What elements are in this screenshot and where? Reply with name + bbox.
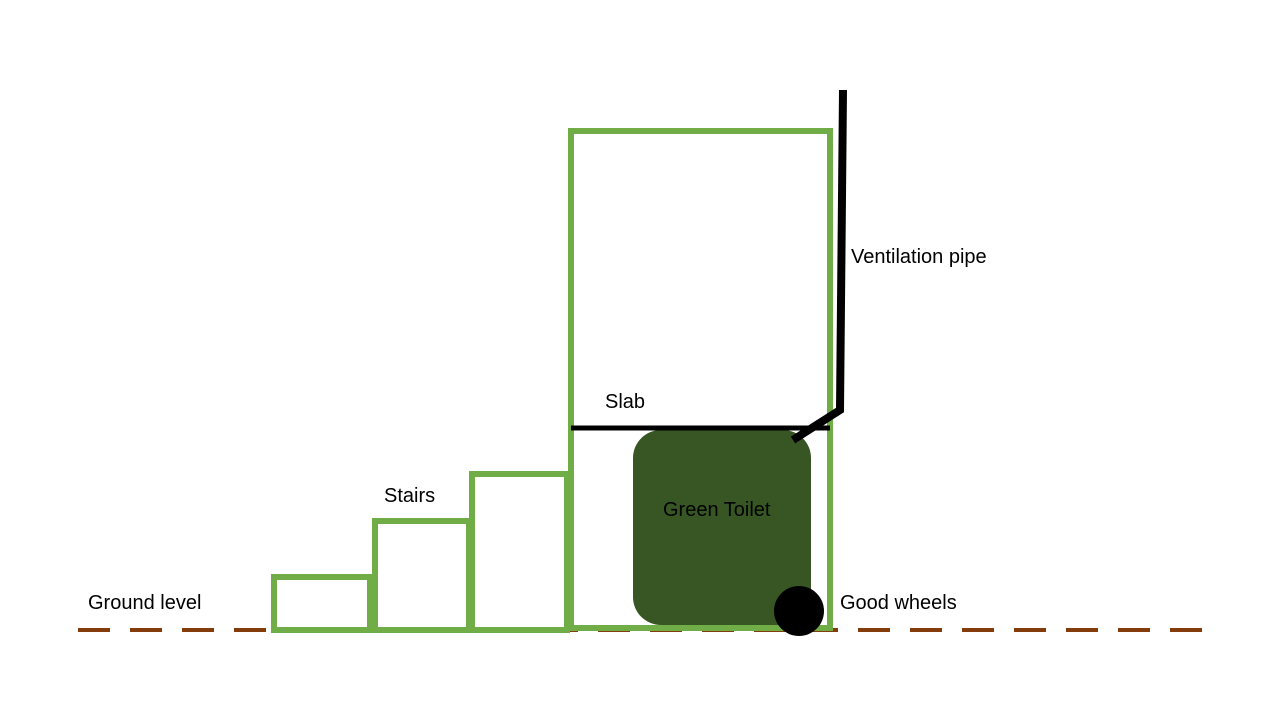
ground-level-label: Ground level <box>88 592 202 614</box>
ventilation-pipe <box>790 89 847 444</box>
stair-step-3 <box>469 471 570 633</box>
green-toilet-tank <box>633 430 811 625</box>
stairs-label: Stairs <box>384 485 436 507</box>
good-wheels-label: Good wheels <box>840 592 957 614</box>
wheel <box>774 586 824 636</box>
ventilation-pipe-label: Ventilation pipe <box>851 246 987 268</box>
stair-step-1 <box>271 574 373 633</box>
green-toilet-label: Green Toilet <box>663 499 771 521</box>
stair-step-2 <box>372 518 472 633</box>
slab-label: Slab <box>605 391 646 413</box>
